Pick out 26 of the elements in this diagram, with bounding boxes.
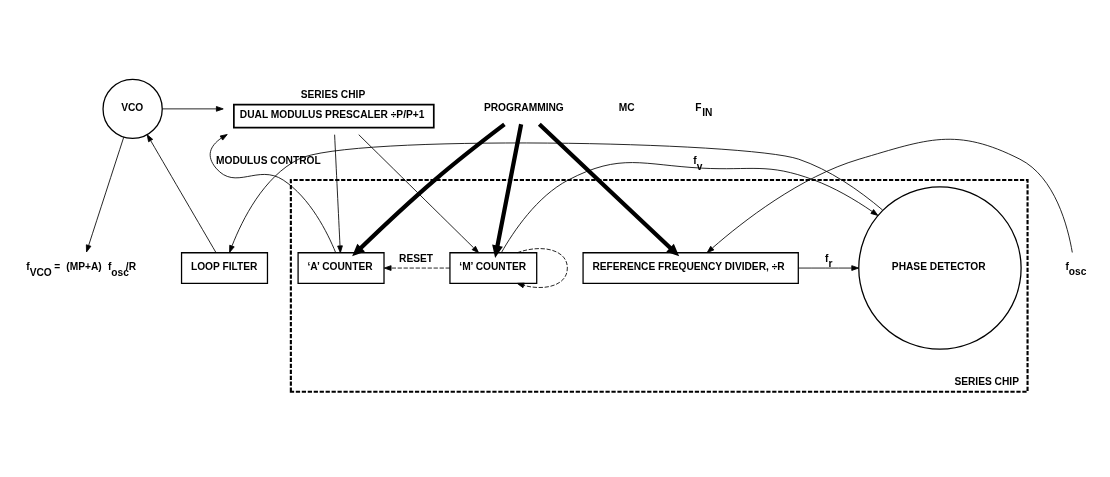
arrow — [798, 264, 859, 271]
label: MC — [618, 101, 635, 113]
arrow — [516, 247, 568, 288]
arrow — [492, 123, 524, 258]
arrow — [334, 133, 343, 253]
arrow — [706, 138, 1073, 253]
node-box: DUAL MODULUS PRESCALER ÷P/P+1 — [233, 103, 435, 128]
node-box: REFERENCE FREQUENCY DIVIDER, ÷R — [582, 251, 799, 284]
node-box: LOOP FILTER — [180, 251, 269, 284]
node-circle: VCO — [102, 78, 163, 139]
arrow — [537, 122, 680, 256]
node-box: ‘A’ COUNTER — [297, 251, 385, 284]
arrow — [85, 136, 125, 252]
node-box: ‘M’ COUNTER — [449, 251, 538, 284]
arrow — [501, 161, 879, 253]
node-circle: PHASE DETECTOR — [858, 185, 1022, 350]
arrow — [146, 133, 217, 253]
arrow — [358, 133, 480, 253]
edge-label: RESET — [399, 252, 434, 264]
node-text: PROGRAMMING — [483, 101, 564, 113]
node-label: SERIES CHIP — [300, 88, 366, 100]
arrow — [229, 142, 884, 253]
arrow — [383, 264, 451, 271]
arrow — [352, 122, 506, 256]
arrow — [162, 105, 224, 112]
arrow — [209, 133, 337, 253]
